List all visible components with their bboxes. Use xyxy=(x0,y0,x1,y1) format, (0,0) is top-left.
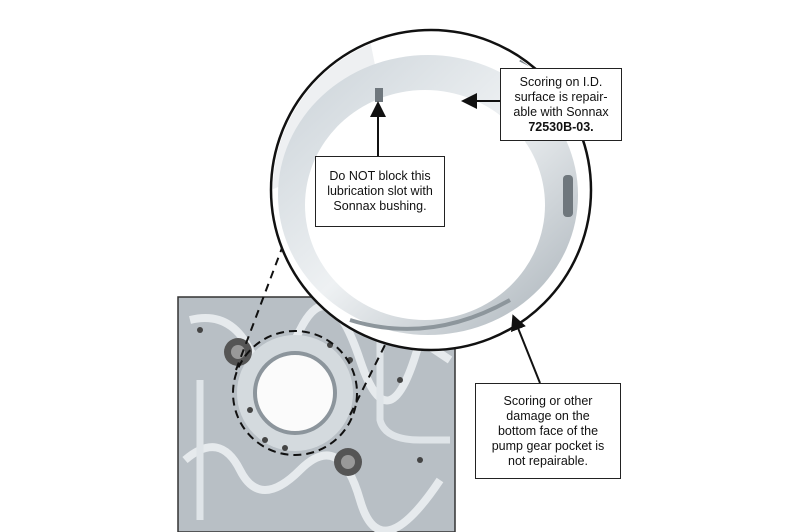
callout-bottom-face: Scoring or other damage on the bottom fa… xyxy=(475,383,621,479)
callout-text: able with Sonnax xyxy=(513,104,609,119)
part-number: 72530B-03. xyxy=(528,119,594,134)
callout-text: lubrication slot with xyxy=(327,184,433,198)
callout-text: Do NOT block this xyxy=(329,169,431,183)
callout-text: Scoring or other xyxy=(503,393,593,408)
zoom-leader-left xyxy=(235,239,286,371)
callout-text: not repairable. xyxy=(508,453,588,468)
callout-text: Scoring on I.D. xyxy=(519,74,603,89)
detail-dashed-circle xyxy=(232,330,358,456)
callout-text: damage on the xyxy=(506,408,590,423)
callout-text: surface is repair- xyxy=(514,89,608,104)
callout-text: bottom face of the xyxy=(497,423,599,438)
callout-lube-slot: Do NOT block this lubrication slot with … xyxy=(315,156,445,227)
callout-id-surface: Scoring on I.D. surface is repair- able … xyxy=(500,68,622,141)
callout-text: pump gear pocket is xyxy=(491,438,605,453)
arrow-bottom-face xyxy=(511,314,541,384)
callout-text: Sonnax bushing. xyxy=(333,199,427,213)
